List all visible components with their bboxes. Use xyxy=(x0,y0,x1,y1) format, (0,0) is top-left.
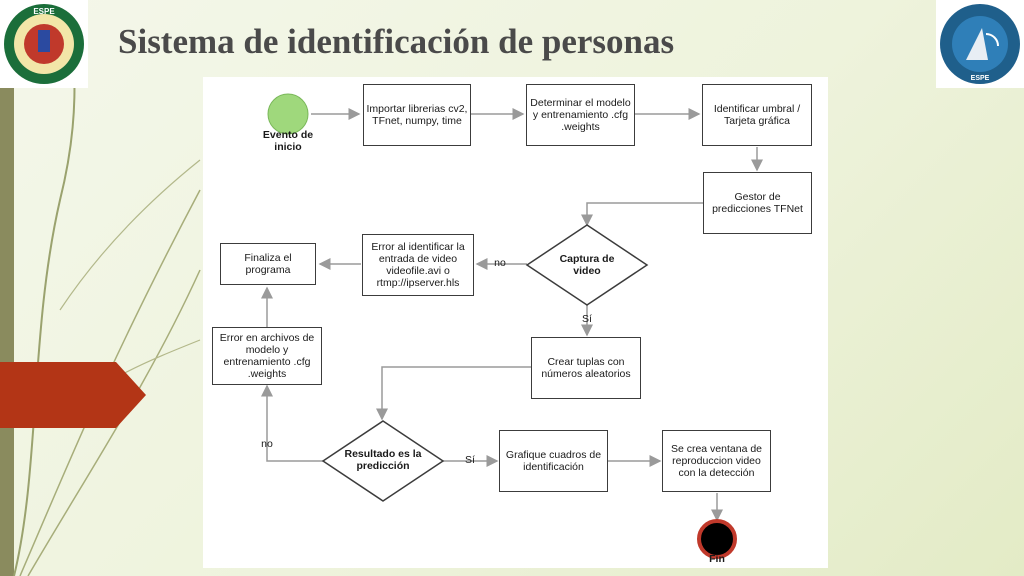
flowchart-connectors xyxy=(261,93,763,559)
random-tuples-box: Crear tuplas con números aleatorios xyxy=(531,337,641,399)
capture-decision xyxy=(525,224,649,306)
red-accent-tab xyxy=(0,362,146,428)
end-label: Fin xyxy=(709,553,725,565)
svg-text:ESPE: ESPE xyxy=(33,7,55,16)
result-no-label: no xyxy=(261,438,273,450)
result-label: Resultado es la predicción xyxy=(344,448,422,472)
input-error-box: Error al identificar la entrada de video… xyxy=(362,234,474,296)
prediction-manager-box: Gestor de predicciones TFNet xyxy=(703,172,812,234)
page-title: Sistema de identificación de personas xyxy=(118,22,675,61)
engineering-logo: ESPE xyxy=(936,0,1024,88)
draw-boxes-box: Grafique cuadros de identificación xyxy=(499,430,608,492)
threshold-gpu-box: Identificar umbral / Tarjeta gráfica xyxy=(702,84,812,146)
start-label: Evento de inicio xyxy=(262,129,314,153)
left-accent-bar xyxy=(0,86,14,576)
arrow-tuples-result xyxy=(376,366,531,421)
svg-text:ESPE: ESPE xyxy=(971,75,990,82)
capture-no-label: no xyxy=(494,257,506,269)
result-si-label: Sí xyxy=(465,454,475,466)
university-logo: ESPE xyxy=(0,0,88,88)
capture-si-label: Sí xyxy=(582,313,592,325)
model-training-box: Determinar el modelo y entrenamiento .cf… xyxy=(526,84,635,146)
espe-seal-icon: ESPE xyxy=(0,0,88,88)
model-file-error-box: Error en archivos de modelo y entrenamie… xyxy=(212,327,322,385)
arrow-manager-capture xyxy=(581,202,703,227)
flowchart: Evento de inicio Importar librerias cv2,… xyxy=(203,77,828,568)
start-node xyxy=(267,93,309,135)
telecom-emblem-icon: ESPE xyxy=(936,0,1024,88)
result-decision xyxy=(321,420,445,502)
end-node xyxy=(697,519,737,559)
playback-window-box: Se crea ventana de reproduccion video co… xyxy=(662,430,771,492)
finish-program-box: Finaliza el programa xyxy=(220,243,316,285)
arrow-result-model-error xyxy=(261,384,323,462)
capture-label: Captura de video xyxy=(559,253,615,277)
import-libraries-box: Importar librerias cv2, TFnet, numpy, ti… xyxy=(363,84,471,146)
